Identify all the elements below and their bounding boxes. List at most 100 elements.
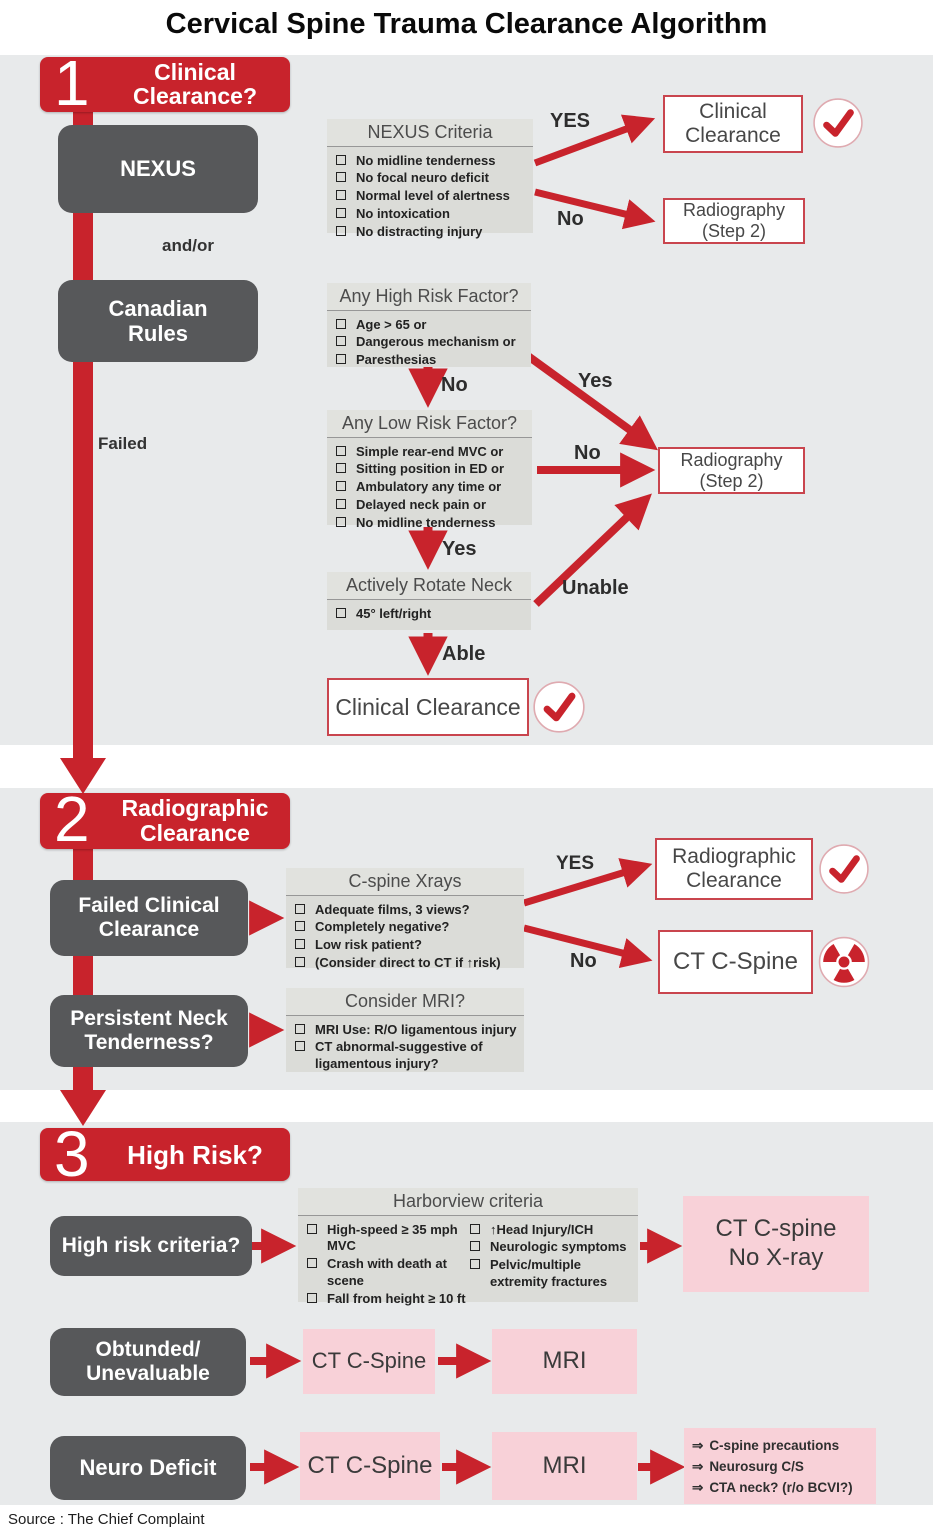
section2-title: Radiographic Clearance <box>121 795 269 846</box>
criteria-item: No distracting injury <box>356 224 483 240</box>
checkbox-icon <box>336 172 346 183</box>
rotate-neck-title: Actively Rotate Neck <box>327 572 531 600</box>
criteria-item: Sitting position in ED or <box>356 461 505 477</box>
section1-header: 1 Clinical Clearance? <box>40 49 290 117</box>
precautions-box: ⇒C-spine precautions ⇒Neurosurg C/S ⇒CTA… <box>684 1428 876 1504</box>
mri-pink-box-1: MRI <box>492 1329 637 1394</box>
check-icon <box>813 98 863 148</box>
checkbox-icon <box>336 607 346 618</box>
checkbox-icon <box>336 208 346 219</box>
criteria-item: No intoxication <box>356 206 450 222</box>
high-risk-criteria-box: High risk criteria? <box>50 1216 252 1276</box>
cspine-xrays-panel: C-spine Xrays Adequate films, 3 views? C… <box>286 868 524 970</box>
yes-label-highrisk: Yes <box>578 370 613 392</box>
radiography-box-top: Radiography (Step 2) <box>663 198 805 244</box>
yes-label-lowrisk: Yes <box>442 538 477 560</box>
checkbox-icon <box>336 481 346 492</box>
criteria-item: (Consider direct to CT if ↑risk) <box>315 955 501 971</box>
page-title: Cervical Spine Trauma Clearance Algorith… <box>165 8 768 40</box>
yes-label-nexus: YES <box>550 110 591 132</box>
double-arrow-icon: ⇒ <box>692 1479 704 1495</box>
clinical-clearance-box-bottom: Clinical Clearance <box>327 678 529 736</box>
criteria-item: Simple rear-end MVC or <box>356 443 504 459</box>
nexus-criteria-panel: NEXUS Criteria No midline tenderness No … <box>327 119 533 239</box>
checkbox-icon <box>307 1258 317 1269</box>
nexus-box: NEXUS <box>58 125 258 213</box>
checkbox-icon <box>295 1023 305 1034</box>
checkbox-icon <box>295 939 305 950</box>
section2-number: 2 <box>54 783 90 855</box>
checkbox-icon <box>336 517 346 528</box>
precaution-item: Neurosurg C/S <box>709 1458 804 1474</box>
criteria-item: ↑Head Injury/ICH <box>490 1221 594 1237</box>
checkbox-icon <box>470 1223 480 1234</box>
harborview-title: Harborview criteria <box>298 1188 638 1216</box>
check-icon <box>533 681 585 733</box>
check-icon <box>819 844 869 894</box>
checkbox-icon <box>336 445 346 456</box>
high-risk-panel: Any High Risk Factor? Age > 65 or Danger… <box>327 283 531 367</box>
no-label-lowrisk: No <box>574 442 601 464</box>
failed-label: Failed <box>98 434 148 453</box>
criteria-item: Completely negative? <box>315 919 450 935</box>
unable-label: Unable <box>562 577 629 599</box>
checkbox-icon <box>295 957 305 968</box>
criteria-item: Neurologic symptoms <box>490 1239 627 1255</box>
criteria-item: 45° left/right <box>356 605 432 621</box>
criteria-item: Paresthesias <box>356 352 437 368</box>
checkbox-icon <box>307 1293 317 1304</box>
able-label: Able <box>442 643 486 665</box>
criteria-item: Fall from height ≥ 10 ft <box>327 1291 466 1307</box>
ct-no-xray-box: CT C-spine No X-ray <box>683 1196 869 1292</box>
canadian-rules-box: Canadian Rules <box>58 280 258 362</box>
consider-mri-title: Consider MRI? <box>286 988 524 1016</box>
criteria-item: Dangerous mechanism or <box>356 334 516 350</box>
low-risk-title: Any Low Risk Factor? <box>327 410 532 438</box>
radiography-box-mid: Radiography (Step 2) <box>658 447 805 494</box>
checkbox-icon <box>336 463 346 474</box>
section2-header: 2 Radiographic Clearance <box>40 785 290 853</box>
criteria-item: Ambulatory any time or <box>356 479 502 495</box>
checkbox-icon <box>470 1259 480 1270</box>
no-label-nexus: No <box>557 208 584 230</box>
persistent-neck-tenderness-box: Persistent Neck Tenderness? <box>50 995 248 1067</box>
ct-cspine-pink-box-2: CT C-Spine <box>300 1432 440 1500</box>
consider-mri-panel: Consider MRI? MRI Use: R/O ligamentous i… <box>286 988 524 1072</box>
criteria-item: Crash with death at scene <box>327 1256 447 1289</box>
section1-title: Clinical Clearance? <box>132 58 257 110</box>
criteria-item: CT abnormal-suggestive of ligamentous in… <box>315 1039 483 1072</box>
ct-cspine-box: CT C-Spine <box>658 930 813 994</box>
cspine-xrays-title: C-spine Xrays <box>286 868 524 896</box>
criteria-item: No midline tenderness <box>356 515 496 531</box>
checkbox-icon <box>336 226 346 237</box>
mri-pink-box-2: MRI <box>492 1432 637 1500</box>
andor-label: and/or <box>162 236 214 255</box>
checkbox-icon <box>336 154 346 165</box>
radiation-icon <box>818 936 870 988</box>
checkbox-icon <box>295 903 305 914</box>
criteria-item: High-speed ≥ 35 mph MVC <box>327 1221 458 1254</box>
no-label-xray: No <box>570 950 597 972</box>
checkbox-icon <box>336 336 346 347</box>
ct-cspine-pink-box-1: CT C-Spine <box>303 1329 435 1394</box>
double-arrow-icon: ⇒ <box>692 1458 704 1474</box>
criteria-item: Age > 65 or <box>356 316 427 332</box>
checkbox-icon <box>470 1241 480 1252</box>
checkbox-icon <box>295 921 305 932</box>
checkbox-icon <box>336 499 346 510</box>
criteria-item: Low risk patient? <box>315 937 422 953</box>
criteria-item: No midline tenderness <box>356 152 496 168</box>
criteria-item: Pelvic/multiple extremity fractures <box>490 1257 608 1290</box>
radiographic-clearance-box: Radiographic Clearance <box>655 838 813 900</box>
checkbox-icon <box>307 1223 317 1234</box>
checkbox-icon <box>336 190 346 201</box>
double-arrow-icon: ⇒ <box>692 1438 704 1453</box>
yes-label-xray: YES <box>556 853 595 874</box>
precaution-item: CTA neck? (r/o BCVI?) <box>709 1479 853 1495</box>
section1-number: 1 <box>54 47 90 119</box>
high-risk-title: Any High Risk Factor? <box>327 283 531 311</box>
checkbox-icon <box>336 354 346 365</box>
criteria-item: Delayed neck pain or <box>356 497 487 513</box>
neuro-deficit-box: Neuro Deficit <box>50 1436 246 1500</box>
